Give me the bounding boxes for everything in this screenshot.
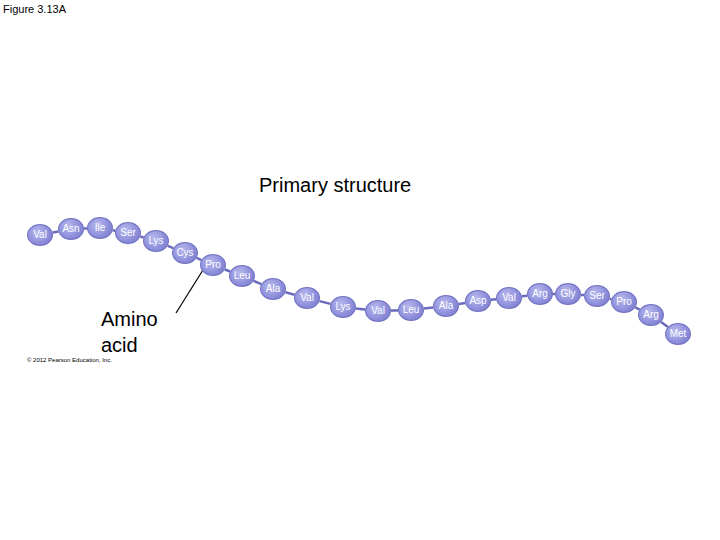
amino-acid-bead: Gly (555, 283, 581, 305)
peptide-bond (356, 308, 365, 309)
residue-name: Val (300, 293, 314, 303)
part-label: Amino acid (101, 306, 181, 358)
amino-acid-bead: Met (665, 323, 691, 345)
residue-name: Arg (532, 289, 548, 299)
amino-acid-bead: Pro (611, 291, 637, 313)
amino-acid-bead: Val (294, 287, 320, 309)
residue-name: Gly (561, 289, 576, 299)
residue-name: Ile (95, 223, 106, 233)
amino-acid-bead: Leu (229, 265, 255, 287)
amino-acid-bead: Arg (638, 304, 664, 326)
peptide-bond (285, 292, 294, 294)
amino-acid-bead: Ala (260, 278, 286, 300)
peptide-bond (391, 309, 398, 312)
peptide-bond (424, 307, 433, 308)
residue-name: Ala (266, 284, 280, 294)
residue-name: Pro (205, 260, 221, 270)
residue-name: Ser (589, 291, 605, 301)
residue-name: Cys (176, 248, 193, 258)
amino-acid-bead: Leu (398, 299, 424, 321)
amino-acid-bead: Pro (200, 254, 226, 276)
amino-acid-bead: Val (365, 300, 391, 322)
peptide-bond (319, 301, 330, 304)
amino-acid-bead: Ile (87, 217, 113, 239)
amino-acid-bead: Ala (433, 295, 459, 317)
amino-acid-bead: Ser (115, 222, 141, 244)
residue-name: Val (371, 306, 385, 316)
residue-name: Lys (148, 236, 163, 246)
figure-number: Figure 3.13A (3, 3, 66, 15)
residue-name: Arg (643, 310, 659, 320)
amino-acid-bead: Asp (465, 290, 491, 312)
amino-acid-bead: Lys (330, 296, 356, 318)
amino-acid-bead: Arg (527, 283, 553, 305)
residue-name: Met (670, 329, 687, 339)
amino-acid-bead: Val (27, 224, 53, 246)
residue-name: Val (502, 293, 516, 303)
residue-name: Leu (403, 305, 420, 315)
residue-name: Ala (439, 301, 453, 311)
amino-acid-bead: Asn (58, 218, 84, 240)
residue-name: Ser (120, 228, 136, 238)
copyright-note: © 2012 Pearson Education, Inc. (27, 357, 112, 364)
residue-name: Lys (335, 302, 350, 312)
amino-acid-bead: Cys (172, 242, 198, 264)
amino-acid-bead: Val (496, 287, 522, 309)
amino-acid-bead: Lys (143, 230, 169, 252)
figure-heading: Primary structure (259, 174, 411, 197)
residue-name: Asp (469, 296, 486, 306)
residue-name: Asn (62, 224, 79, 234)
amino-acid-bead: Ser (584, 285, 610, 307)
residue-name: Leu (234, 271, 251, 281)
residue-name: Val (33, 230, 47, 240)
residue-name: Pro (616, 297, 632, 307)
